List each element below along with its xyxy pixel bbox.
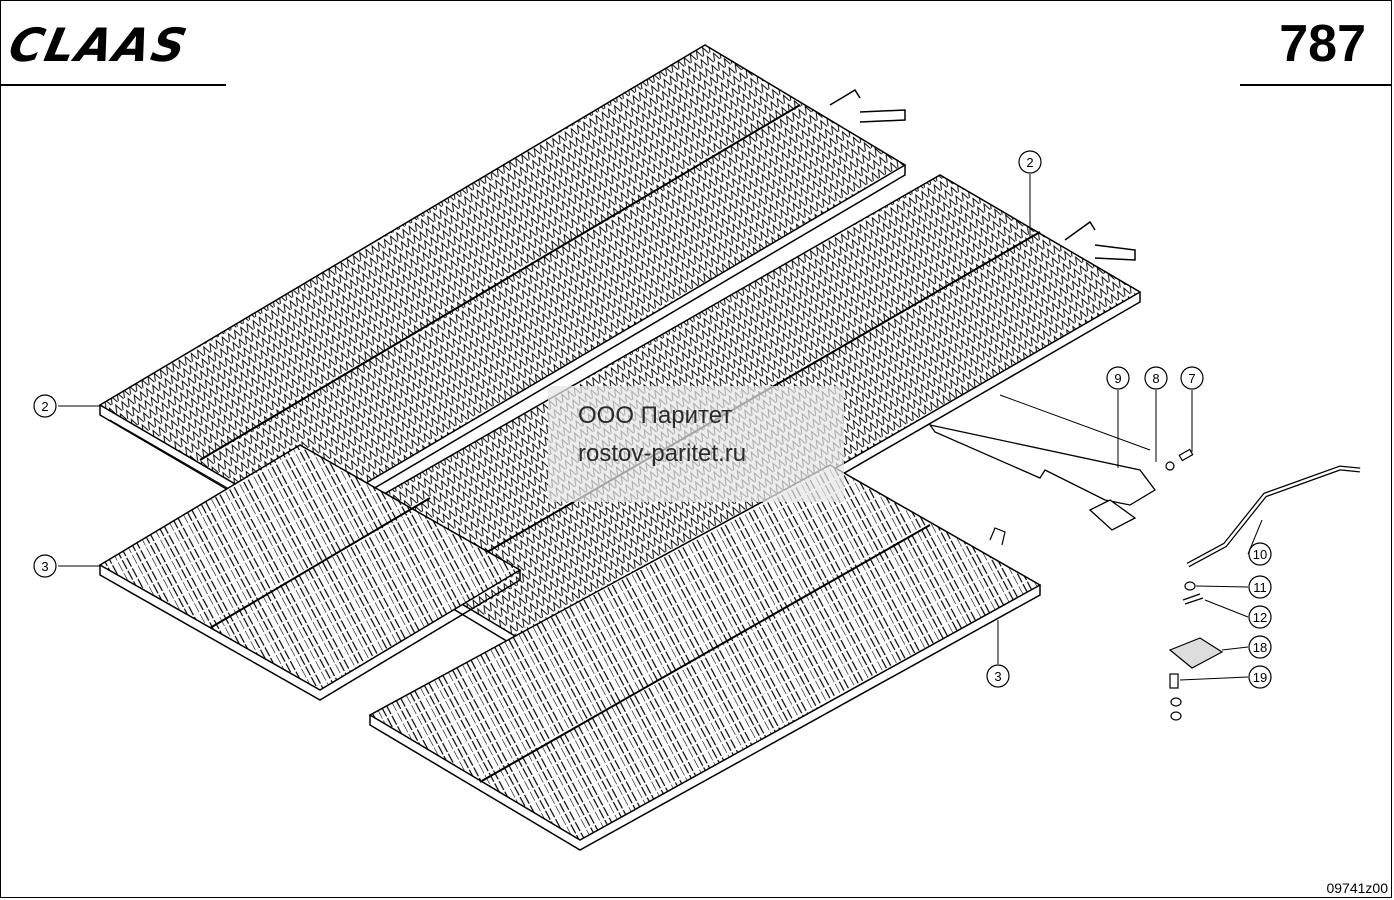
callout-18: 18 [1253, 640, 1267, 655]
leader-lines [58, 174, 1263, 681]
header-rule-left [0, 84, 226, 86]
callout-2-right: 2 [1026, 155, 1033, 170]
lower-sieve-right [368, 464, 1042, 851]
watermark-company: ООО Паритет [578, 402, 733, 429]
lower-sieve-left [98, 444, 522, 701]
callout-11: 11 [1253, 580, 1267, 595]
callout-3-left: 3 [41, 559, 48, 574]
callout-19: 19 [1253, 670, 1267, 685]
callout-8: 8 [1152, 371, 1159, 386]
callout-12: 12 [1253, 610, 1267, 625]
page-number: 787 [1279, 15, 1366, 73]
rod [1186, 465, 1361, 568]
callout-labels: 2 2 3 3 9 8 7 10 11 12 18 19 [41, 155, 1267, 685]
callout-circles [33, 150, 1272, 689]
callout-10: 10 [1253, 547, 1267, 562]
small-hardware [1168, 581, 1224, 721]
callout-2-left: 2 [41, 399, 48, 414]
callout-3-right: 3 [994, 669, 1001, 684]
watermark-url: rostov-paritet.ru [578, 440, 747, 467]
callout-9: 9 [1114, 371, 1121, 386]
callout-7: 7 [1188, 371, 1195, 386]
mounting-bracket [928, 394, 1194, 531]
upper-sieve-left [98, 44, 907, 533]
drawing-code: 09741z00 [1326, 880, 1388, 896]
watermark-box [548, 386, 844, 502]
header-rule-right [1240, 84, 1392, 86]
